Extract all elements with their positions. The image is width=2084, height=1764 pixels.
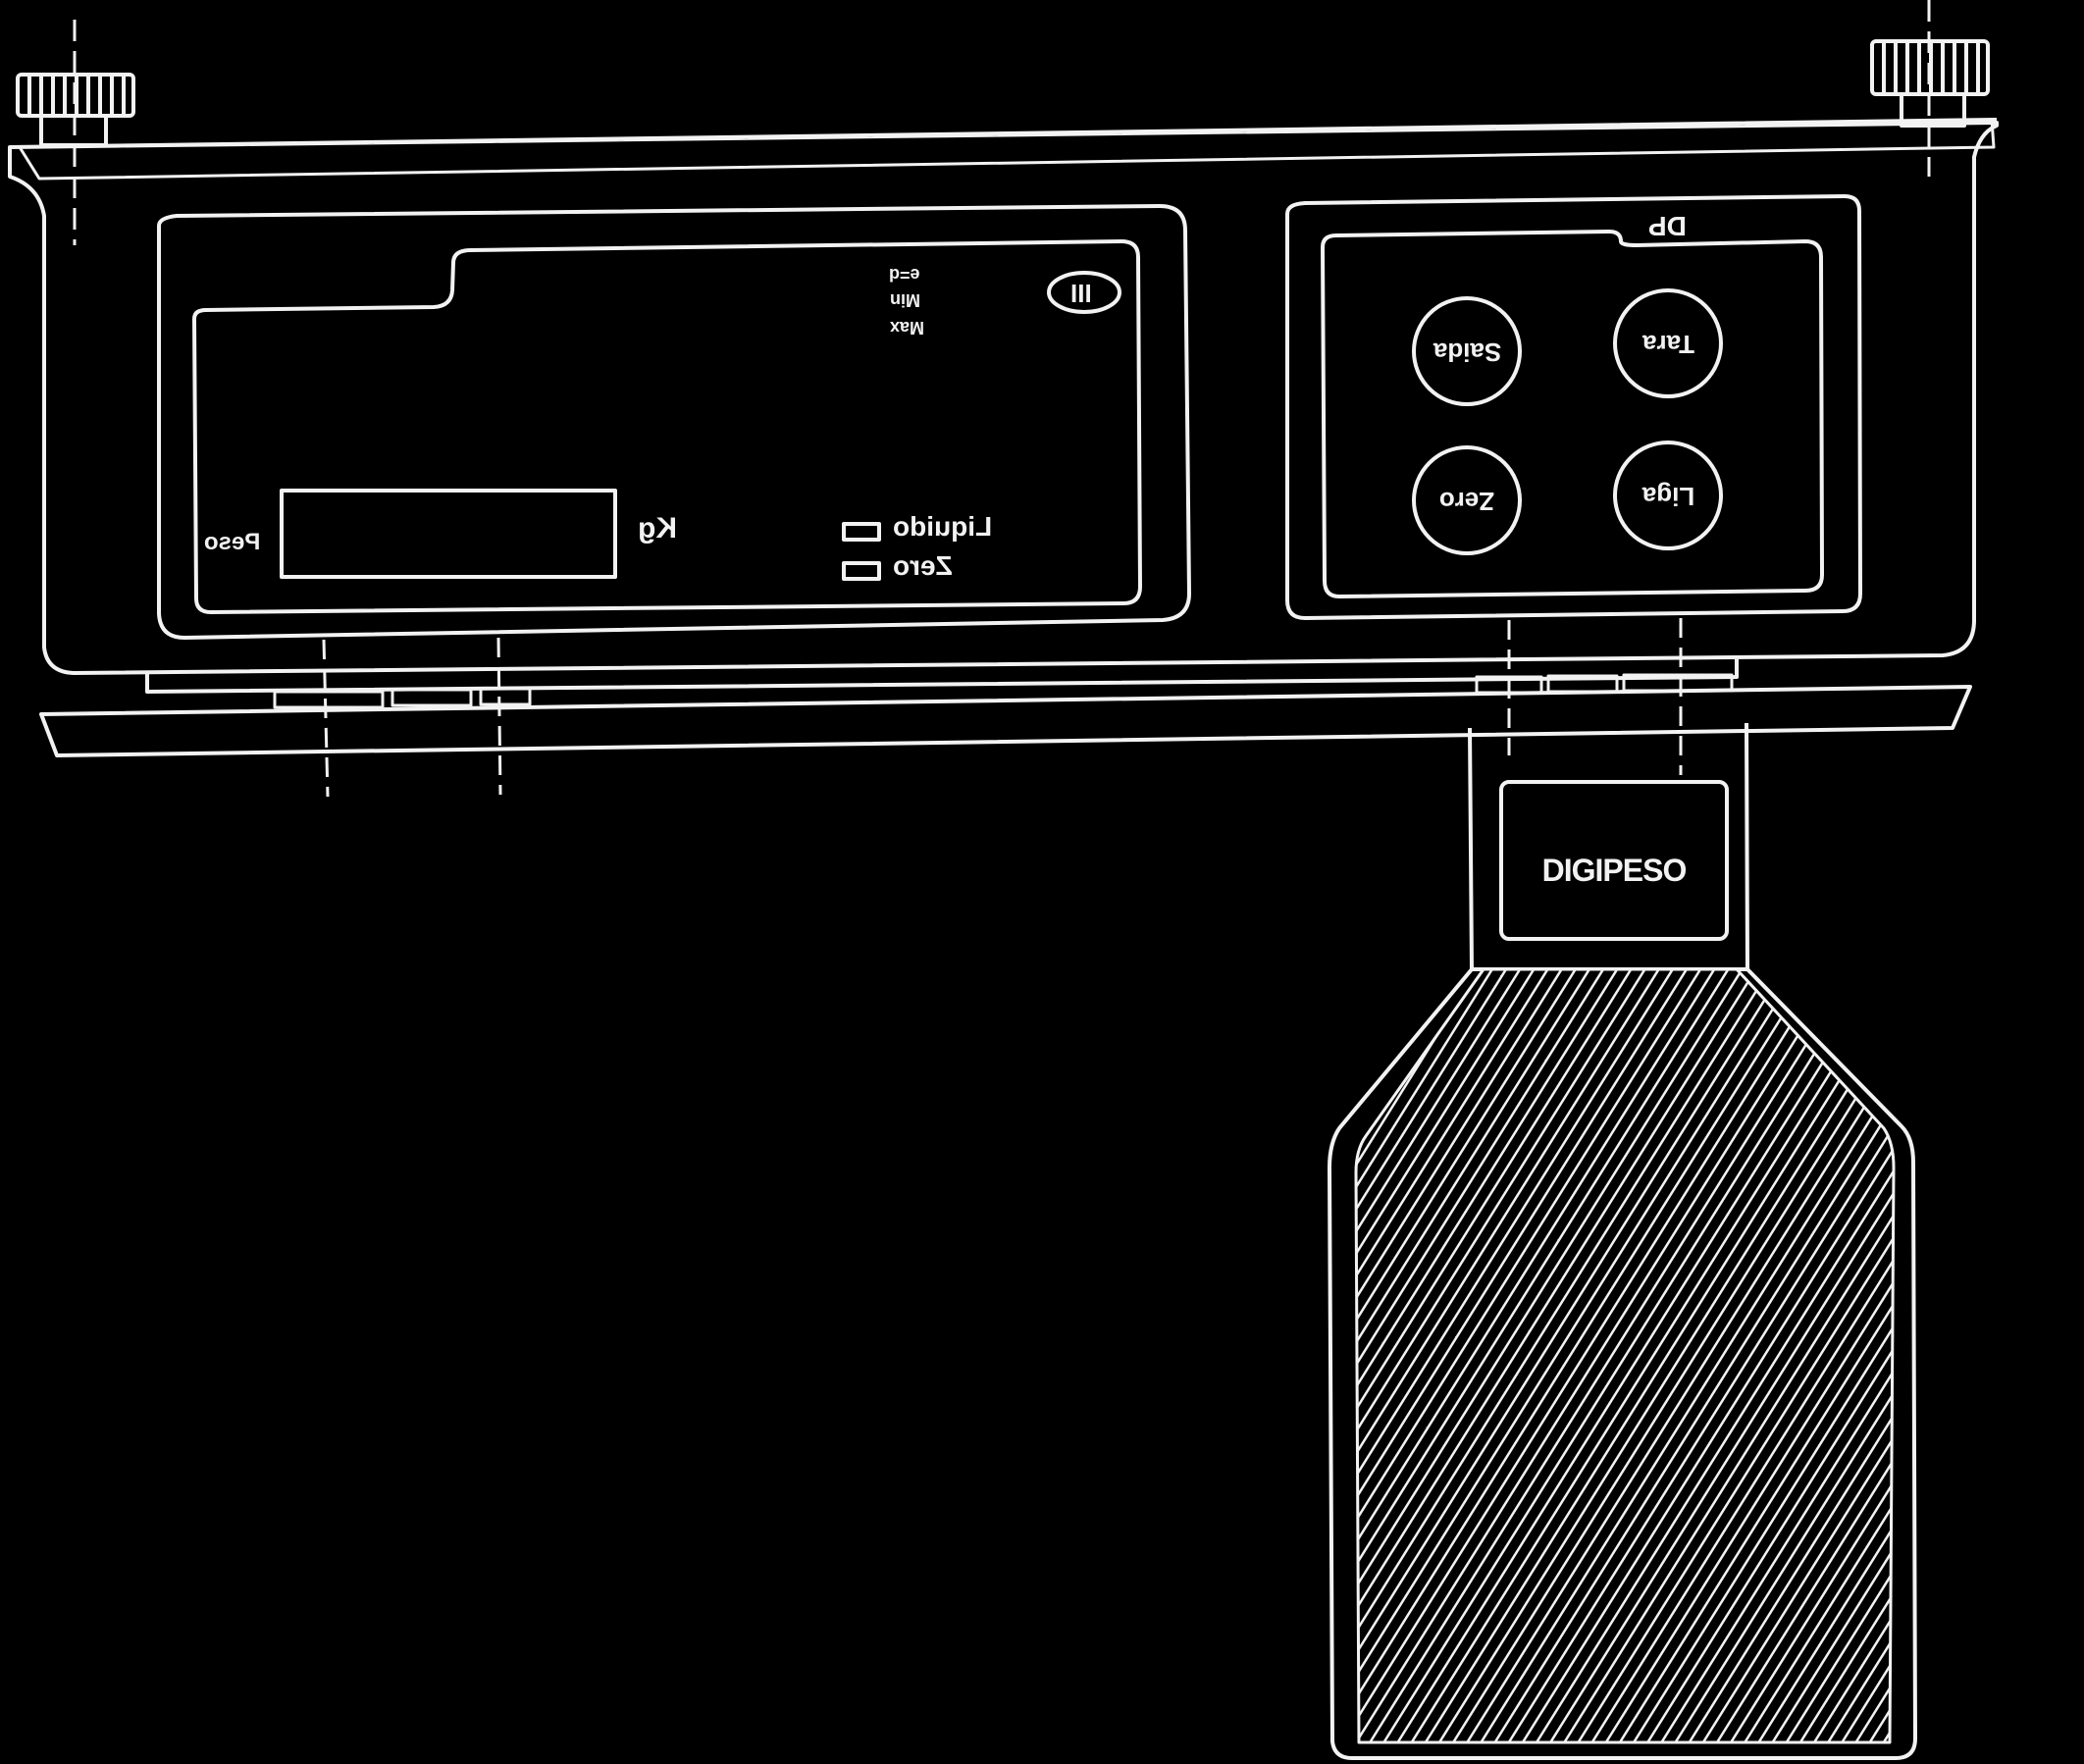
keypad-button-ring-tara	[1613, 288, 1723, 398]
keypad-inner-frame	[1321, 230, 1824, 598]
left-mounting-knob	[16, 20, 135, 245]
keypad-button-liga[interactable]: Liga	[1641, 482, 1694, 511]
keypad-button-ring-saida	[1412, 296, 1522, 406]
indicator-lamp-zero	[842, 561, 881, 581]
cable-neck	[1468, 722, 1749, 972]
housing-base-lip	[145, 659, 1739, 694]
sensor-pad-hatch	[1354, 967, 1896, 1744]
keypad-button-ring-zero	[1412, 445, 1522, 555]
housing-top-rim	[18, 118, 1996, 181]
display-panel-outer	[157, 204, 1191, 640]
spec-label-max: Max	[890, 318, 924, 337]
weight-label: Peso	[204, 529, 260, 555]
class-mark: III	[1070, 279, 1092, 308]
spec-label-min: Min	[890, 290, 920, 310]
cable-brand-label: DIGIPESO	[1542, 853, 1687, 888]
indicator-label-liquido: Liquido	[893, 511, 992, 542]
keypad-panel-outer	[1285, 194, 1862, 620]
sensor-pad-outline	[1328, 967, 1917, 1760]
weight-readout-box	[280, 489, 617, 579]
cable-brand-tag	[1499, 780, 1729, 941]
keypad-button-tara[interactable]: Tara	[1642, 330, 1695, 359]
indicator-label-zero: Zero	[893, 550, 953, 581]
keypad-button-zero[interactable]: Zero	[1439, 487, 1494, 516]
keypad-brand-tab: DP	[1648, 211, 1687, 241]
housing-base-plate	[39, 685, 1972, 757]
spec-label-e: e=d	[889, 265, 920, 285]
indicator-lamp-liquido	[842, 522, 881, 542]
accuracy-class-oval	[1047, 271, 1121, 314]
dashed-center-lines	[322, 618, 1683, 798]
unit-label: Kg	[638, 512, 677, 545]
display-window	[192, 239, 1142, 614]
keypad-button-saida[interactable]: Saida	[1433, 337, 1501, 367]
keypad-button-ring-liga	[1613, 441, 1723, 550]
